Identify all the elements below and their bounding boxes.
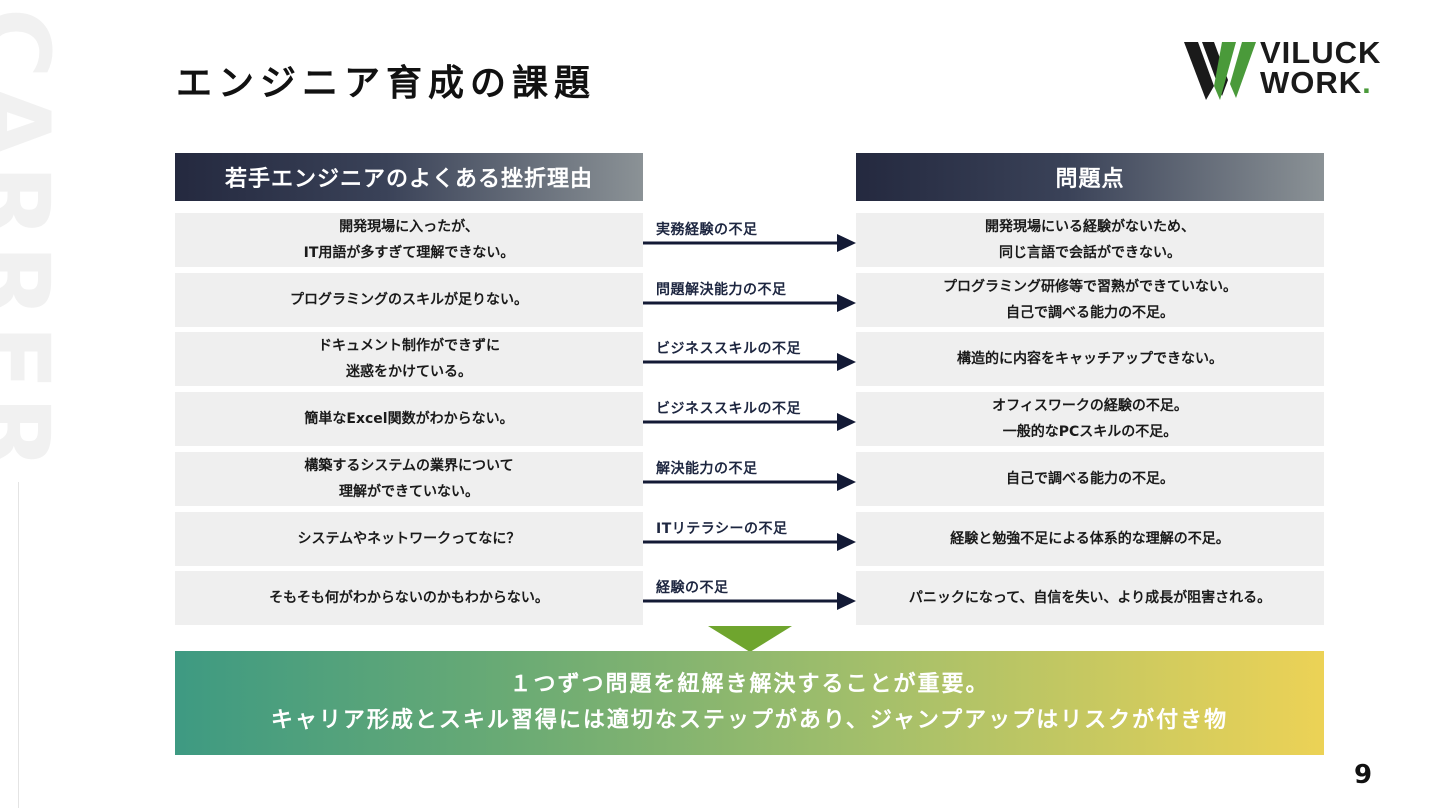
logo-wordmark: VILUCK WORK.	[1260, 35, 1382, 100]
conclusion-line-1: １つずつ問題を紐解き解決することが重要。	[509, 672, 990, 697]
arrow-label: ITリテラシーの不足	[656, 521, 788, 537]
problem-cell: 経験と勉強不足による体系的な理解の不足。	[856, 512, 1324, 566]
comparison-row: プログラミングのスキルが足りない。問題解決能力の不足 プログラミング研修等で習熟が…	[0, 273, 1440, 327]
problem-cell: 自己で調べる能力の不足。	[856, 452, 1324, 506]
problem-cell: 開発現場にいる経験がないため、 同じ言語で会話ができない。	[856, 213, 1324, 267]
page-title: エンジニア育成の課題	[176, 63, 597, 104]
logo-line2: WORK	[1260, 65, 1363, 100]
comparison-row: システムやネットワークってなに？ ITリテラシーの不足 経験と勉強不足による体系的な…	[0, 512, 1440, 566]
arrow-right-icon	[643, 353, 856, 371]
page-number: 9	[1354, 760, 1373, 790]
problem-cell: パニックになって、自信を失い、より成長が阻害される。	[856, 571, 1324, 625]
reason-cell: システムやネットワークってなに？	[175, 512, 643, 566]
arrow-right-icon	[643, 234, 856, 252]
down-arrow-icon	[708, 626, 792, 652]
arrow-right-icon	[643, 533, 856, 551]
problem-cell: オフィスワークの経験の不足。 一般的なPCスキルの不足。	[856, 392, 1324, 446]
conclusion-line-2: キャリア形成とスキル習得には適切なステップがあり、ジャンプアップはリスクが付き物	[270, 708, 1229, 733]
arrow-label: ビジネススキルの不足	[656, 341, 801, 357]
arrow-right-icon	[643, 592, 856, 610]
arrow-label: 経験の不足	[656, 580, 729, 596]
brand-logo: VILUCK WORK.	[1184, 35, 1400, 104]
reason-cell: そもそも何がわからないのかもわからない。	[175, 571, 643, 625]
arrow-label: ビジネススキルの不足	[656, 401, 801, 417]
arrow-right-icon	[643, 294, 856, 312]
comparison-row: 開発現場に入ったが、 IT用語が多すぎて理解できない。実務経験の不足 開発現場にい…	[0, 213, 1440, 267]
arrow-label: 解決能力の不足	[656, 461, 758, 477]
reason-cell: プログラミングのスキルが足りない。	[175, 273, 643, 327]
side-divider	[18, 482, 19, 808]
comparison-row: 簡単なExcel関数がわからない。ビジネススキルの不足 オフィスワークの経験の不足…	[0, 392, 1440, 446]
comparison-row: 構築するシステムの業界について 理解ができていない。解決能力の不足 自己で調べる能…	[0, 452, 1440, 506]
reason-cell: ドキュメント制作ができずに 迷惑をかけている。	[175, 332, 643, 386]
arrow-right-icon	[643, 473, 856, 491]
reason-cell: 開発現場に入ったが、 IT用語が多すぎて理解できない。	[175, 213, 643, 267]
logo-line1: VILUCK	[1260, 35, 1382, 70]
comparison-row: ドキュメント制作ができずに 迷惑をかけている。ビジネススキルの不足 構造的に内容を…	[0, 332, 1440, 386]
arrow-right-icon	[643, 413, 856, 431]
arrow-label: 実務経験の不足	[656, 222, 758, 238]
column-header-problems: 問題点	[856, 153, 1324, 201]
column-header-reasons: 若手エンジニアのよくある挫折理由	[175, 153, 643, 201]
comparison-row: そもそも何がわからないのかもわからない。経験の不足 パニックになって、自信を失い、…	[0, 571, 1440, 625]
reason-cell: 構築するシステムの業界について 理解ができていない。	[175, 452, 643, 506]
logo-mark-icon	[1184, 42, 1256, 100]
side-watermark-text: CARRER	[0, 8, 70, 477]
reason-cell: 簡単なExcel関数がわからない。	[175, 392, 643, 446]
problem-cell: 構造的に内容をキャッチアップできない。	[856, 332, 1324, 386]
problem-cell: プログラミング研修等で習熟ができていない。 自己で調べる能力の不足。	[856, 273, 1324, 327]
arrow-label: 問題解決能力の不足	[656, 282, 787, 298]
logo-dot: .	[1362, 65, 1372, 100]
conclusion-banner: １つずつ問題を紐解き解決することが重要。 キャリア形成とスキル習得には適切なステ…	[175, 651, 1324, 755]
